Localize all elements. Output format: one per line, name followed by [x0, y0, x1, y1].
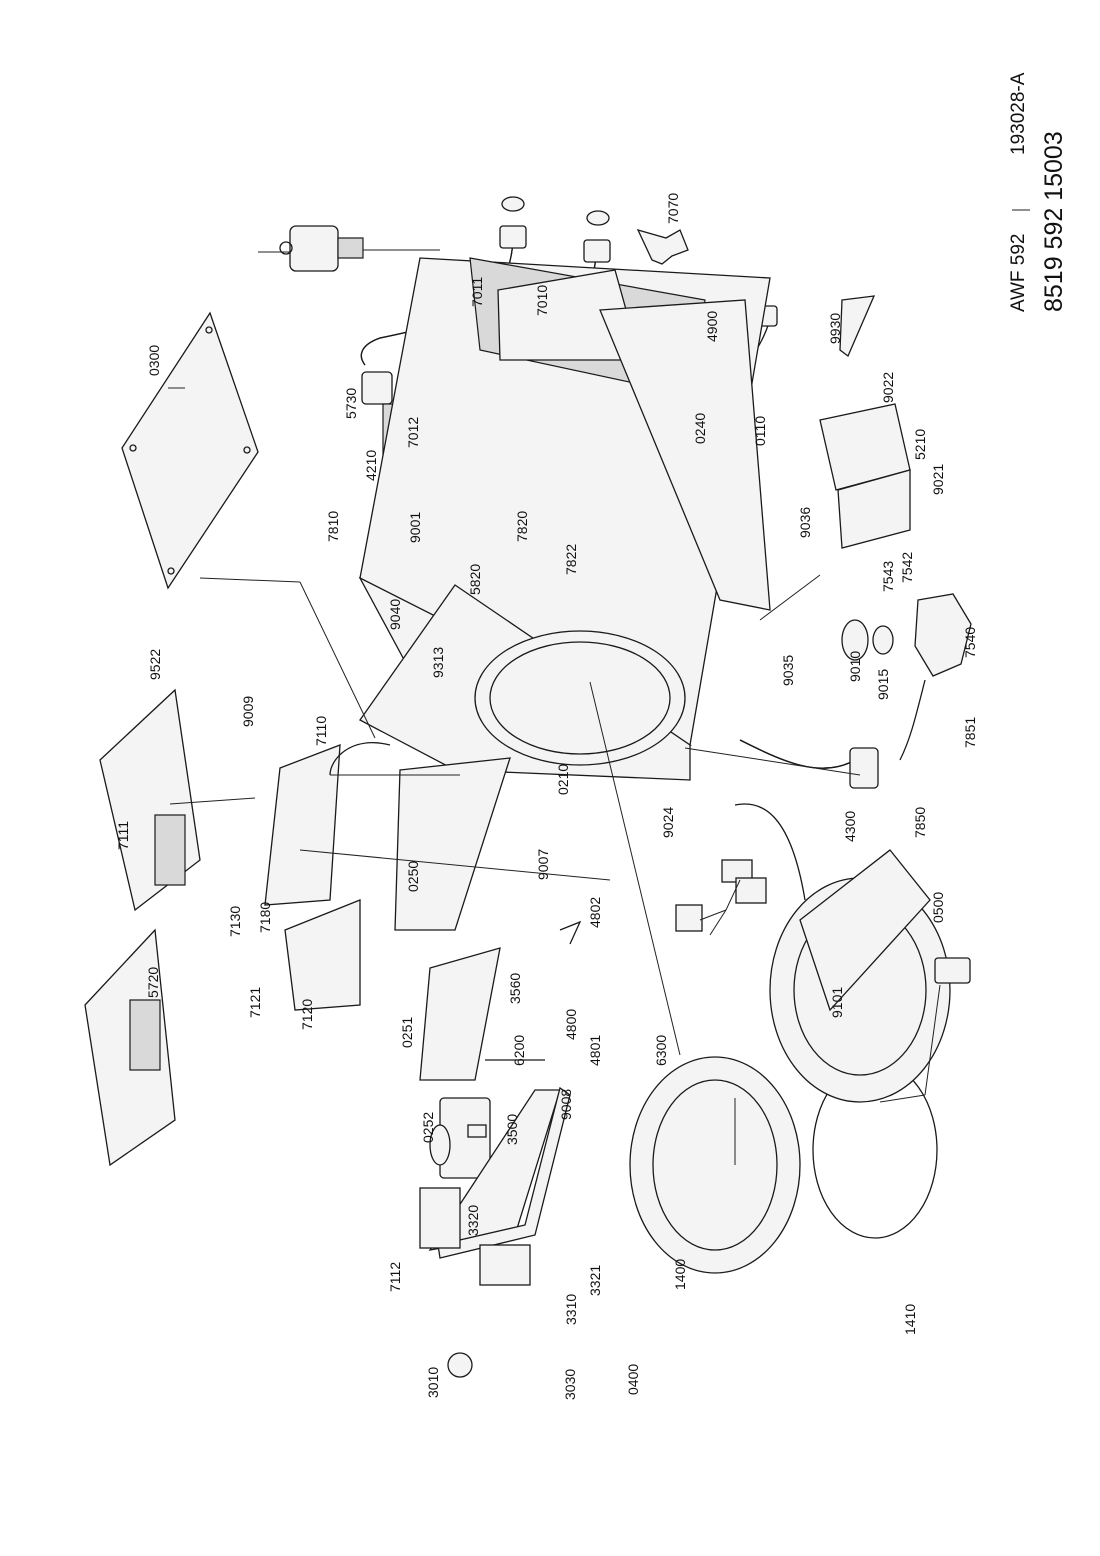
label-7820: 7820	[514, 511, 530, 542]
label-7130: 7130	[227, 906, 243, 937]
header-block: AWF 592 193028-A 8519 592 15003	[1008, 72, 1068, 312]
label-9313: 9313	[430, 647, 446, 678]
y-connector-7070	[636, 228, 689, 265]
label-7111: 7111	[115, 821, 131, 850]
label-0300: 0300	[146, 345, 162, 376]
label-9036: 9036	[797, 507, 813, 538]
detergent-box-7110	[264, 744, 341, 906]
label-9009: 9009	[240, 696, 256, 727]
label-0500: 0500	[930, 892, 946, 923]
label-9015: 9015	[875, 669, 891, 700]
label-7120: 7120	[299, 999, 315, 1030]
label-9001: 9001	[407, 512, 423, 543]
label-3320: 3320	[465, 1205, 481, 1236]
label-9021: 9021	[930, 464, 946, 495]
label-7011: 7011	[469, 277, 485, 307]
label-0251: 0251	[399, 1017, 415, 1048]
leader-lines	[168, 387, 941, 1165]
label-7112: 7112	[387, 1262, 403, 1292]
label-0110: 0110	[752, 416, 768, 446]
label-9022: 9022	[880, 372, 896, 403]
label-9930: 9930	[827, 313, 843, 344]
label-0240: 0240	[692, 413, 708, 444]
label-6200: 6200	[511, 1035, 527, 1066]
plinth-0500	[799, 849, 931, 1012]
pcb-0251	[419, 947, 501, 1081]
label-0400: 0400	[625, 1364, 641, 1395]
door-1400	[629, 1056, 801, 1274]
label-9007: 9007	[535, 849, 551, 880]
label-7543: 7543	[880, 561, 896, 592]
label-4300: 4300	[842, 811, 858, 842]
part-labels: 0300 7011 7010 7070 5730 7012 4900 9930 …	[115, 193, 978, 1400]
label-7851: 7851	[962, 717, 978, 748]
label-4800: 4800	[563, 1009, 579, 1040]
label-3030: 3030	[562, 1369, 578, 1400]
label-4900: 4900	[704, 311, 720, 342]
label-7180: 7180	[257, 902, 273, 933]
label-4801: 4801	[587, 1035, 603, 1066]
label-7010: 7010	[534, 285, 550, 316]
label-0210: 0210	[555, 764, 571, 795]
label-5720: 5720	[145, 967, 161, 998]
door-opening	[474, 630, 686, 766]
valve-5730	[361, 371, 393, 405]
label-9024: 9024	[660, 807, 676, 838]
top-panel-0300	[121, 311, 259, 590]
label-3560: 3560	[507, 973, 523, 1004]
label-3321: 3321	[587, 1265, 603, 1296]
label-3310: 3310	[563, 1294, 579, 1325]
drain-pump-7540	[914, 593, 972, 677]
label-5730: 5730	[343, 388, 359, 419]
label-7542: 7542	[899, 552, 915, 583]
label-7121: 7121	[247, 987, 263, 1018]
frame-0250	[394, 757, 511, 931]
label-7540: 7540	[962, 627, 978, 658]
wire-harness	[734, 803, 806, 901]
label-7012: 7012	[405, 417, 421, 448]
part-number: 8519 592 15003	[1040, 131, 1068, 312]
label-0250: 0250	[405, 861, 421, 892]
label-9035: 9035	[780, 655, 796, 686]
label-5820: 5820	[467, 564, 483, 595]
label-1410: 1410	[902, 1304, 918, 1335]
label-9010: 9010	[847, 651, 863, 682]
label-7810: 7810	[325, 511, 341, 542]
label-4210: 4210	[363, 450, 379, 481]
label-7070: 7070	[665, 193, 681, 224]
diagram-code: 193028-A	[1008, 72, 1029, 155]
label-0252: 0252	[420, 1112, 436, 1143]
label-5210: 5210	[912, 429, 928, 460]
label-1400: 1400	[672, 1259, 688, 1290]
inlet-valve	[289, 225, 339, 272]
label-9040: 9040	[387, 599, 403, 630]
label-4802: 4802	[587, 897, 603, 928]
label-3500: 3500	[504, 1114, 520, 1145]
label-3010: 3010	[425, 1367, 441, 1398]
model-name: AWF 592	[1008, 234, 1029, 313]
label-7110: 7110	[313, 716, 329, 746]
label-9522: 9522	[147, 649, 163, 680]
parts-layer	[84, 196, 972, 1378]
label-7850: 7850	[912, 807, 928, 838]
label-9101: 9101	[829, 987, 845, 1018]
label-7822: 7822	[563, 544, 579, 575]
label-9008: 9008	[558, 1089, 574, 1120]
label-6300: 6300	[653, 1035, 669, 1066]
